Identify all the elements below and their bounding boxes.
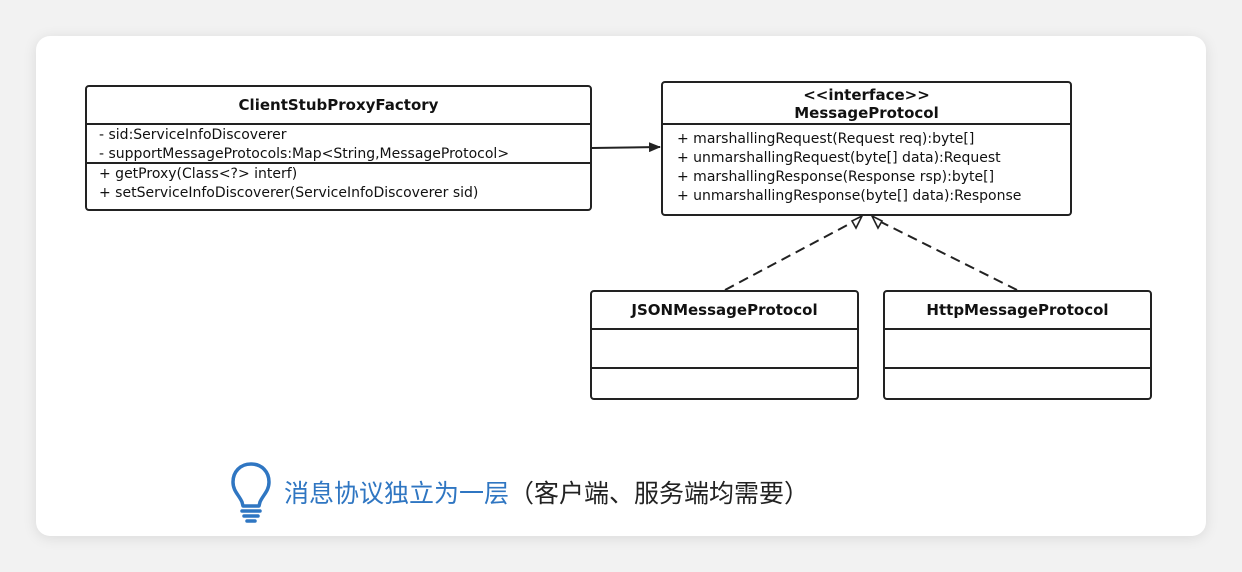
method-row: + setServiceInfoDiscoverer(ServiceInfoDi… — [99, 185, 479, 201]
note-highlight-text: 消息协议独立为一层 — [284, 479, 510, 508]
realization-line-http — [880, 221, 1018, 291]
lightbulb-icon — [231, 462, 271, 523]
http-message-protocol-class: HttpMessageProtocol — [883, 290, 1152, 400]
method-row: + unmarshallingRequest(byte[] data):Requ… — [677, 150, 1001, 166]
attributes-section: - sid:ServiceInfoDiscoverer - supportMes… — [87, 125, 590, 164]
attributes-section — [592, 330, 857, 369]
interface-header: <<interface>> MessageProtocol — [663, 83, 1070, 125]
methods-section: + marshallingRequest(Request req):byte[]… — [663, 125, 1070, 206]
method-row: + marshallingResponse(Response rsp):byte… — [677, 169, 995, 185]
class-name: ClientStubProxyFactory — [87, 87, 590, 125]
stereotype-label: <<interface>> — [803, 86, 930, 104]
attributes-section — [885, 330, 1150, 369]
method-row: + getProxy(Class<?> interf) — [99, 166, 298, 182]
attribute-row: - sid:ServiceInfoDiscoverer — [99, 127, 287, 143]
interface-name: MessageProtocol — [794, 104, 939, 122]
client-stub-proxy-factory-class: ClientStubProxyFactory - sid:ServiceInfo… — [85, 85, 592, 211]
note-rest-text: （客户端、服务端均需要） — [509, 479, 810, 508]
association-arrow — [591, 142, 661, 153]
realization-arrowhead-http — [870, 214, 884, 230]
method-row: + marshallingRequest(Request req):byte[] — [677, 131, 975, 147]
class-name: JSONMessageProtocol — [592, 292, 857, 330]
attribute-row: - supportMessageProtocols:Map<String,Mes… — [99, 146, 510, 162]
json-message-protocol-class: JSONMessageProtocol — [590, 290, 859, 400]
realization-arrowhead-json — [850, 214, 864, 230]
methods-section: + getProxy(Class<?> interf) + setService… — [87, 164, 590, 203]
takeaway-note: 消息协议独立为一层（客户端、服务端均需要） — [228, 460, 809, 524]
method-row: + unmarshallingResponse(byte[] data):Res… — [677, 188, 1022, 204]
realization-line-json — [724, 221, 854, 291]
class-name: HttpMessageProtocol — [885, 292, 1150, 330]
message-protocol-interface: <<interface>> MessageProtocol + marshall… — [661, 81, 1072, 216]
